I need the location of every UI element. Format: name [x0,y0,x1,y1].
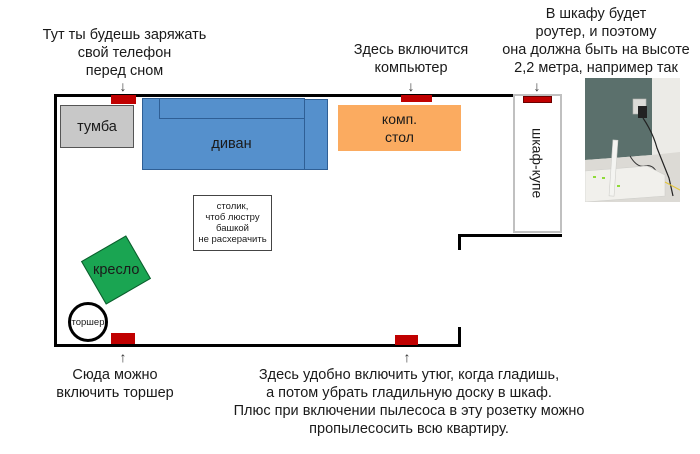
sofa: диван [142,98,328,170]
sofa-arm-right [304,99,328,170]
lamp-socket [111,333,135,344]
wall-bottom [54,344,461,347]
armchair-label: кресло [92,262,140,279]
wall-right-lower [458,327,461,347]
router-photo [585,78,680,202]
floor-lamp-label: торшер [71,316,105,328]
lamp-socket-note: Сюда можно включить торшер [56,367,174,401]
computer-socket-note: Здесь включится компьютер [353,42,469,76]
sofa-arm-left [142,98,160,170]
wall-top [54,94,514,97]
wardrobe: шкаф-купе [513,94,562,233]
arrow-up-icon: ↑ [119,349,127,365]
nightstand: тумба [60,105,134,148]
computer-socket [401,95,432,102]
wardrobe-label: шкаф-купе [529,128,546,199]
arrow-down-icon: ↓ [407,78,415,94]
sofa-seat: диван [159,119,304,170]
phone-socket [111,95,136,104]
wall-right-upper [458,234,461,250]
arrow-down-icon: ↓ [533,78,541,94]
phone-socket-note: Тут ты будешь заряжать свой телефон пере… [42,27,207,79]
wall-step [458,234,562,237]
sofa-label: диван [211,136,252,152]
iron-socket [395,335,418,345]
router-socket-note: В шкафу будет роутер, и поэтому она долж… [502,6,690,76]
wall-left [54,94,57,346]
router-socket [523,96,552,103]
router-photo-illustration [585,78,680,202]
arrow-up-icon: ↑ [403,349,411,365]
nightstand-label: тумба [77,118,117,135]
computer-desk-label: комп. стол [381,111,418,145]
sofa-back [159,98,305,119]
armchair: кресло [80,235,152,305]
arrow-down-icon: ↓ [119,78,127,94]
coffee-table: столик, чтоб люстру башкой не расхерачит… [193,195,272,251]
computer-desk: комп. стол [338,105,461,151]
coffee-table-label: столик, чтоб люстру башкой не расхерачит… [198,201,267,245]
floor-lamp: торшер [68,302,108,342]
iron-socket-note: Здесь удобно включить утюг, когда гладиш… [233,367,585,437]
